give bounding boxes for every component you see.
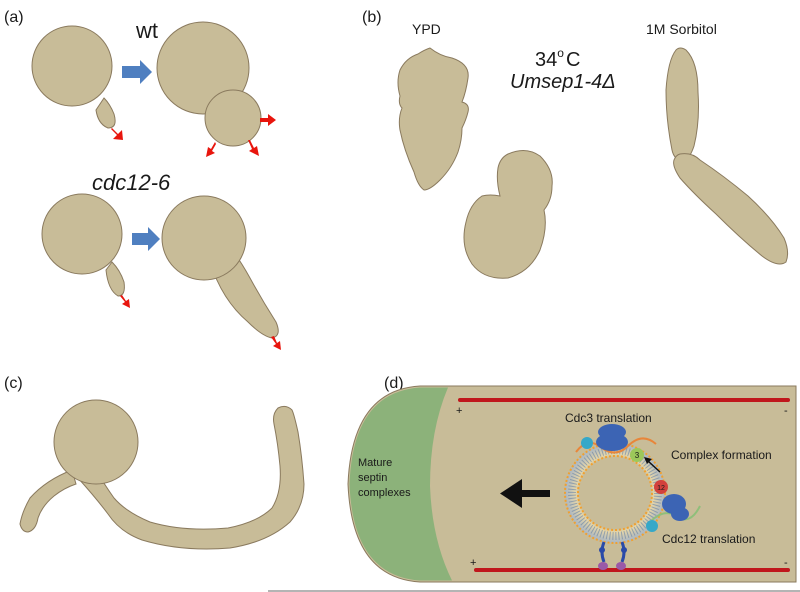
ribosome-cdc12 bbox=[662, 494, 689, 521]
complex-arrow-head bbox=[644, 457, 652, 464]
sorbitol-cell-upper bbox=[665, 47, 699, 163]
cdc12-badge: 12 bbox=[654, 480, 668, 494]
ypd-cell-pair bbox=[463, 150, 553, 279]
cdc12-cell-late bbox=[161, 195, 281, 350]
cdc3-translation-label: Cdc3 translation bbox=[565, 411, 652, 425]
transition-arrow bbox=[122, 60, 152, 84]
complex-arrow bbox=[647, 460, 661, 473]
transition-arrow bbox=[132, 227, 160, 251]
panel-d: (d) + - + - Mature septin complexes bbox=[268, 375, 800, 592]
mature-text-1: Mature bbox=[358, 457, 392, 469]
panel-a: (a) wt cdc12-6 bbox=[4, 9, 281, 350]
ypd-cell bbox=[397, 47, 469, 191]
panel-d-label: (d) bbox=[384, 375, 404, 392]
wt-cell-late bbox=[156, 21, 276, 157]
svg-text:3: 3 bbox=[635, 451, 640, 460]
growth-arrow bbox=[206, 142, 216, 157]
mature-text-3: complexes bbox=[358, 487, 411, 499]
strain-label: Umsep1-4Δ bbox=[510, 71, 616, 93]
growth-arrow bbox=[111, 128, 123, 140]
ribosome-cdc3 bbox=[596, 424, 628, 451]
hypha-long bbox=[77, 405, 305, 550]
cdc12-cell-early bbox=[41, 193, 130, 308]
wt-cell-early bbox=[31, 25, 123, 140]
mt-bottom-minus: - bbox=[784, 557, 788, 569]
transport-arrow bbox=[500, 479, 550, 508]
hypha-left bbox=[19, 469, 77, 533]
growth-arrow bbox=[248, 140, 259, 156]
temperature-degree: o bbox=[557, 46, 564, 60]
panel-c: (c) bbox=[4, 375, 305, 550]
temperature-value: 34 bbox=[535, 49, 557, 71]
growth-arrow bbox=[271, 336, 281, 350]
panel-c-label: (c) bbox=[4, 375, 23, 392]
panel-b-label: (b) bbox=[362, 9, 382, 26]
temperature-unit: C bbox=[566, 49, 580, 71]
condition-ypd: YPD bbox=[412, 21, 441, 37]
cdc3-badge: 3 bbox=[630, 448, 644, 462]
growth-arrow bbox=[120, 295, 130, 308]
spore-body bbox=[53, 399, 139, 485]
mature-text-2: septin bbox=[358, 472, 387, 484]
condition-sorbitol: 1M Sorbitol bbox=[646, 21, 717, 37]
svg-text:12: 12 bbox=[657, 485, 665, 492]
septin-zone bbox=[349, 387, 452, 581]
complex-formation-label: Complex formation bbox=[671, 448, 772, 462]
motor-proteins bbox=[598, 541, 627, 570]
septin-subunit bbox=[581, 437, 593, 449]
sorbitol-cell-lower bbox=[673, 153, 789, 265]
mt-top-minus: - bbox=[784, 405, 788, 417]
mt-top-plus: + bbox=[456, 405, 462, 417]
growth-arrow bbox=[260, 114, 276, 126]
panel-a-label: (a) bbox=[4, 9, 24, 26]
wt-label: wt bbox=[135, 18, 158, 43]
mt-bottom-plus: + bbox=[470, 557, 476, 569]
cdc12-translation-label: Cdc12 translation bbox=[662, 532, 755, 546]
mutant-label: cdc12-6 bbox=[92, 170, 171, 195]
septin-subunit bbox=[646, 520, 658, 532]
